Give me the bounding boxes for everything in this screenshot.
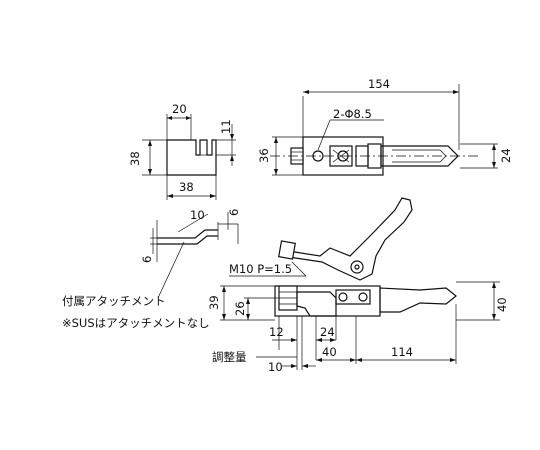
dim-bracket-width-top: 20 xyxy=(172,102,187,116)
dim-side-24: 24 xyxy=(320,325,335,339)
side-view: M10 P=1.5 39 26 xyxy=(207,197,509,374)
dim-attach-6-left: 6 xyxy=(140,256,154,263)
label-adjustment: 調整量 xyxy=(212,350,247,364)
dim-attach-6-top: 6 xyxy=(227,209,241,216)
dim-side-26: 26 xyxy=(233,301,247,316)
dim-thread: M10 P=1.5 xyxy=(229,262,292,276)
dim-side-40-bottom: 40 xyxy=(322,345,337,359)
dim-side-10: 10 xyxy=(268,360,283,374)
dim-side-12: 12 xyxy=(269,325,284,339)
dim-attach-10: 10 xyxy=(190,208,205,222)
dim-side-114: 114 xyxy=(391,345,413,359)
attachment-profile-view: 10 6 6 xyxy=(140,208,241,299)
dim-bracket-slot: 11 xyxy=(219,119,233,134)
attachment-bracket-view: 20 11 38 38 xyxy=(128,102,236,200)
label-sus-note: ※SUSはアタッチメントなし xyxy=(62,316,210,330)
dim-hole-callout: 2-Φ8.5 xyxy=(333,107,372,121)
dim-side-39: 39 xyxy=(207,295,221,310)
dim-top-length: 154 xyxy=(368,77,390,91)
label-attachment: 付属アタッチメント xyxy=(62,294,166,308)
dim-top-height-left: 36 xyxy=(257,148,271,163)
dim-side-40-right: 40 xyxy=(495,297,509,312)
dim-top-height-right: 24 xyxy=(499,148,513,163)
top-view: 154 2-Φ8.5 36 xyxy=(257,77,513,176)
dim-bracket-width-bottom: 38 xyxy=(179,180,194,194)
dim-bracket-height: 38 xyxy=(128,151,142,166)
